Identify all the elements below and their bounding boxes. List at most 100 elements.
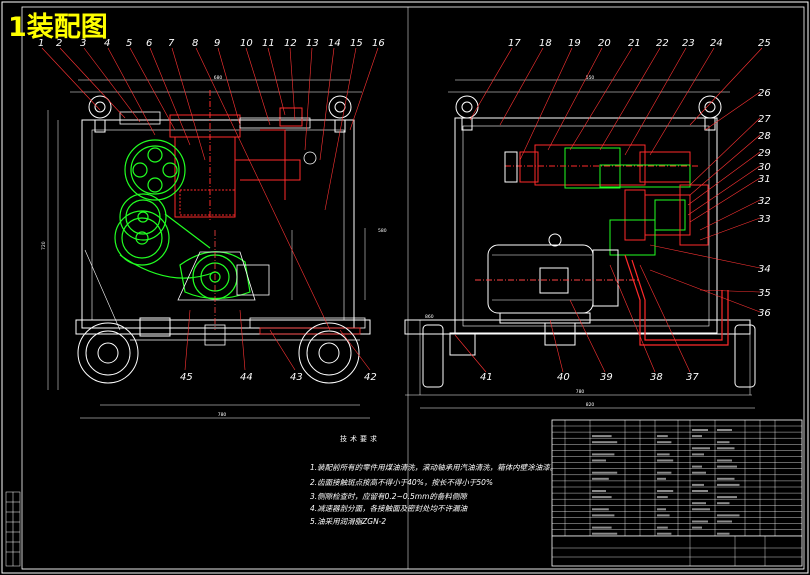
table-cell-mark bbox=[592, 435, 612, 438]
table-cell-mark bbox=[692, 447, 710, 450]
table-cell-mark bbox=[717, 496, 737, 499]
table-cell-mark bbox=[657, 526, 668, 529]
left-motor-bracket bbox=[177, 230, 270, 346]
table-cell-mark bbox=[717, 483, 740, 486]
dim-right-bottom: 820 bbox=[586, 402, 595, 408]
callout-25: 25 bbox=[758, 38, 771, 49]
right-view: 550 780 820 860 bbox=[404, 38, 771, 409]
callout-34: 34 bbox=[758, 264, 771, 275]
table-cell-mark bbox=[657, 435, 668, 438]
technical-notes: 技术要求 1.装配前所有的零件用煤油清洗，滚动轴承用汽油清洗，箱体内壁涂油漆。 … bbox=[310, 434, 557, 526]
table-cell-mark bbox=[692, 502, 706, 505]
callout-33: 33 bbox=[758, 214, 771, 225]
callout-41: 41 bbox=[480, 372, 493, 383]
left-machine-frame bbox=[75, 119, 371, 335]
table-cell-mark bbox=[717, 465, 737, 468]
table-cell-mark bbox=[657, 496, 668, 499]
drawing-title: 1装配图 bbox=[8, 12, 108, 43]
dim-right-top: 550 bbox=[586, 75, 595, 81]
table-cell-mark bbox=[692, 483, 704, 486]
table-cell-mark bbox=[717, 477, 735, 480]
left-top-callouts: 1 2 3 4 5 6 7 8 9 10 11 12 13 14 15 16 bbox=[38, 38, 385, 49]
left-view: 680 720 780 580 bbox=[38, 38, 387, 419]
callout-1: 1 bbox=[38, 38, 44, 49]
dim-left-bottom: 780 bbox=[218, 412, 227, 418]
callout-38: 38 bbox=[650, 372, 663, 383]
callout-11: 11 bbox=[262, 38, 275, 49]
right-gearbox bbox=[504, 144, 700, 189]
callout-8: 8 bbox=[192, 38, 198, 49]
callout-39: 39 bbox=[600, 372, 613, 383]
table-cell-mark bbox=[592, 459, 606, 462]
callout-13: 13 bbox=[306, 38, 319, 49]
callout-22: 22 bbox=[656, 38, 669, 49]
table-cell-mark bbox=[592, 496, 612, 499]
left-view-dimensions bbox=[47, 79, 370, 419]
table-cell-mark bbox=[717, 447, 735, 450]
table-cell-mark bbox=[692, 429, 708, 431]
table-cell-mark bbox=[592, 477, 609, 480]
dim-left-right: 580 bbox=[378, 228, 387, 234]
right-view-dimensions bbox=[405, 79, 755, 409]
dim-right-edge: 860 bbox=[425, 314, 434, 320]
callout-6: 6 bbox=[146, 38, 152, 49]
table-cell-mark bbox=[692, 435, 702, 438]
parts-list-cells bbox=[592, 429, 740, 535]
callout-4: 4 bbox=[104, 38, 110, 49]
right-top-callouts: 17 18 19 20 21 22 23 24 25 bbox=[508, 38, 771, 49]
callout-21: 21 bbox=[628, 38, 641, 49]
callout-42: 42 bbox=[364, 372, 377, 383]
binding-margin-table bbox=[5, 491, 21, 567]
table-cell-mark bbox=[657, 490, 674, 492]
table-cell-mark bbox=[692, 453, 704, 456]
note-4: 4.减速器剖分面，各接触面及密封处均不许漏油 bbox=[310, 504, 469, 513]
table-cell-mark bbox=[592, 441, 618, 444]
table-cell-mark bbox=[657, 532, 672, 535]
callout-44: 44 bbox=[240, 372, 253, 383]
callout-37: 37 bbox=[686, 372, 699, 383]
right-pulley-stack bbox=[609, 184, 709, 256]
note-5: 5.油采用润滑脂ZGN-2 bbox=[310, 517, 386, 526]
right-machine-frame bbox=[404, 117, 751, 335]
table-cell-mark bbox=[692, 520, 708, 523]
table-cell-mark bbox=[657, 514, 670, 517]
table-cell-mark bbox=[592, 526, 612, 529]
table-cell-mark bbox=[692, 526, 702, 529]
callout-23: 23 bbox=[682, 38, 695, 49]
right-wheels bbox=[422, 322, 756, 388]
left-bottom-slide bbox=[130, 317, 366, 341]
callout-14: 14 bbox=[328, 38, 341, 49]
left-lifting-lugs bbox=[88, 95, 352, 133]
table-cell-mark bbox=[692, 490, 708, 492]
callout-16: 16 bbox=[372, 38, 385, 49]
right-motor bbox=[475, 233, 640, 324]
left-wheels bbox=[77, 317, 360, 384]
table-cell-mark bbox=[717, 532, 730, 535]
table-cell-mark bbox=[717, 429, 732, 431]
table-cell-mark bbox=[657, 471, 672, 474]
callout-30: 30 bbox=[758, 162, 771, 173]
table-cell-mark bbox=[692, 465, 702, 468]
callout-45: 45 bbox=[180, 372, 193, 383]
dim-right-mid: 780 bbox=[576, 389, 585, 395]
table-cell-mark bbox=[657, 459, 674, 462]
callout-43: 43 bbox=[290, 372, 303, 383]
table-cell-mark bbox=[692, 508, 710, 511]
callout-29: 29 bbox=[758, 148, 771, 159]
table-cell-mark bbox=[592, 532, 618, 535]
callout-32: 32 bbox=[758, 196, 771, 207]
callout-31: 31 bbox=[758, 174, 771, 185]
right-bottom-callouts: 37 38 39 40 41 bbox=[480, 372, 699, 383]
callout-28: 28 bbox=[758, 131, 771, 142]
table-cell-mark bbox=[592, 508, 609, 511]
table-cell-mark bbox=[592, 490, 606, 492]
left-leader-lines bbox=[41, 47, 379, 371]
callout-9: 9 bbox=[214, 38, 220, 49]
callout-2: 2 bbox=[56, 38, 62, 49]
table-cell-mark bbox=[657, 441, 672, 444]
callout-26: 26 bbox=[758, 88, 771, 99]
callout-10: 10 bbox=[240, 38, 253, 49]
